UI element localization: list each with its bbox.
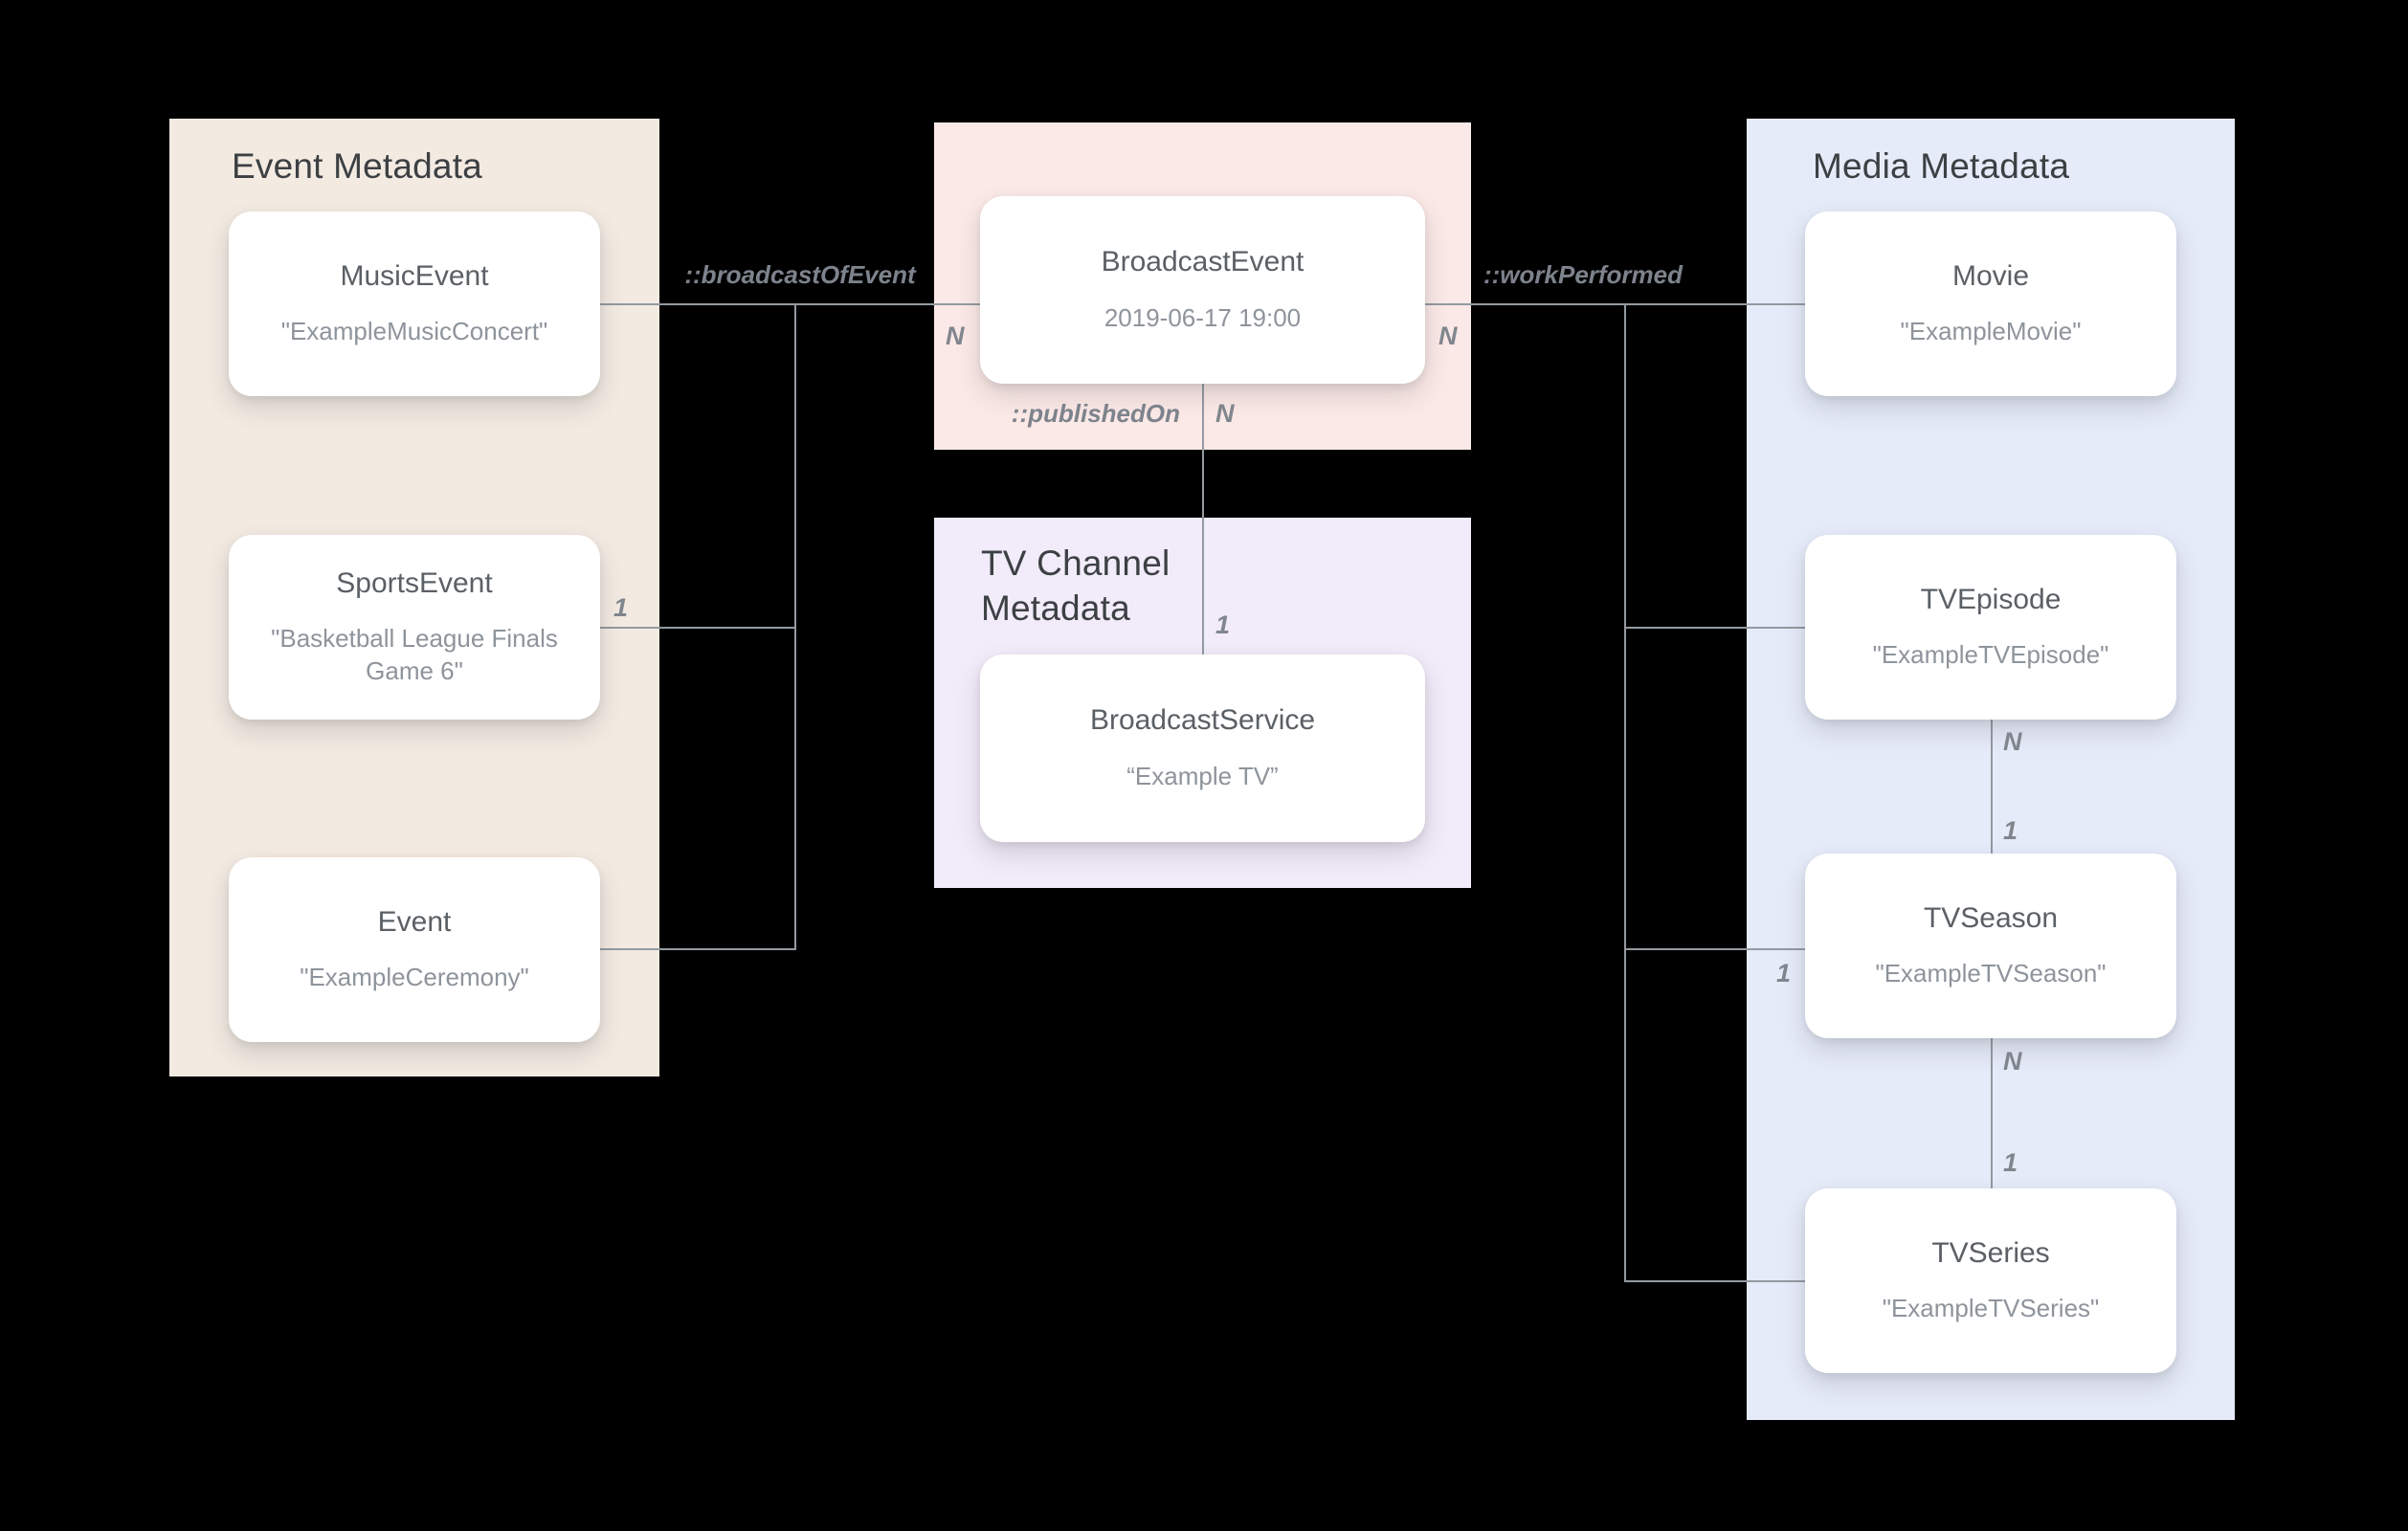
node-music-event: MusicEvent "ExampleMusicConcert" bbox=[229, 211, 600, 396]
node-sports-event-value: "Basketball League Finals Game 6" bbox=[271, 624, 558, 685]
edge-tvseries-branch bbox=[1624, 1280, 1805, 1282]
edge-broadcastofevent-main bbox=[600, 303, 980, 305]
cardinality-tvseason-1: 1 bbox=[1776, 959, 1792, 987]
node-tv-episode: TVEpisode "ExampleTVEpisode" bbox=[1805, 535, 2176, 720]
node-music-event-value: "ExampleMusicConcert" bbox=[280, 317, 548, 346]
node-broadcast-service: BroadcastService “Example TV” bbox=[980, 655, 1425, 842]
edge-workperformed-trunk bbox=[1624, 303, 1626, 1282]
cardinality-broadcastservice-1: 1 bbox=[1215, 610, 1231, 639]
node-tv-episode-value: "ExampleTVEpisode" bbox=[1872, 640, 2109, 670]
node-sports-event-name: SportsEvent bbox=[336, 566, 493, 599]
node-broadcast-event-value: 2019-06-17 19:00 bbox=[1104, 302, 1302, 332]
node-broadcast-service-name: BroadcastService bbox=[1089, 704, 1316, 737]
node-movie: Movie "ExampleMovie" bbox=[1805, 211, 2176, 396]
cardinality-broadcastofevent-n: N bbox=[946, 322, 965, 350]
node-tv-episode-name: TVEpisode bbox=[1920, 583, 2062, 615]
edge-tvseason-branch bbox=[1624, 948, 1805, 950]
node-event: Event "ExampleCeremony" bbox=[229, 857, 600, 1042]
cardinality-sportsevent-1: 1 bbox=[613, 593, 629, 622]
cardinality-episode-season-n: N bbox=[2003, 727, 2022, 756]
edge-publishedon bbox=[1202, 380, 1204, 655]
label-workperformed: ::workPerformed bbox=[1483, 260, 1683, 289]
node-broadcast-event: BroadcastEvent 2019-06-17 19:00 bbox=[980, 196, 1425, 384]
cardinality-workperformed-n: N bbox=[1438, 322, 1458, 350]
node-event-value: "ExampleCeremony" bbox=[300, 963, 529, 992]
node-broadcast-event-name: BroadcastEvent bbox=[1101, 246, 1304, 278]
cardinality-episode-season-1: 1 bbox=[2003, 816, 2018, 845]
node-music-event-name: MusicEvent bbox=[340, 259, 489, 292]
node-broadcast-service-value: “Example TV” bbox=[1126, 761, 1279, 790]
node-tv-series-value: "ExampleTVSeries" bbox=[1882, 1294, 2100, 1323]
cardinality-publishedon-n: N bbox=[1215, 399, 1235, 428]
node-movie-name: Movie bbox=[1951, 259, 2030, 292]
edge-sportsevent-branch bbox=[600, 627, 796, 629]
edge-tvepisode-branch bbox=[1624, 627, 1805, 629]
cardinality-season-series-1: 1 bbox=[2003, 1148, 2018, 1177]
node-tv-season-name: TVSeason bbox=[1923, 901, 2059, 934]
node-movie-value: "ExampleMovie" bbox=[1900, 317, 2082, 346]
edge-workperformed-main bbox=[1425, 303, 1805, 305]
label-broadcastofevent: ::broadcastOfEvent bbox=[684, 260, 916, 289]
edge-episode-to-season bbox=[1991, 720, 1993, 854]
node-event-name: Event bbox=[377, 905, 452, 938]
node-tv-series: TVSeries "ExampleTVSeries" bbox=[1805, 1188, 2176, 1373]
cardinality-season-series-n: N bbox=[2003, 1047, 2022, 1076]
edge-event-branch bbox=[600, 948, 796, 950]
node-tv-season: TVSeason "ExampleTVSeason" bbox=[1805, 854, 2176, 1038]
edge-season-to-series bbox=[1991, 1038, 1993, 1188]
label-publishedon: ::publishedOn bbox=[1011, 399, 1180, 428]
media-panel-title: Media Metadata bbox=[1813, 146, 2070, 186]
node-tv-season-value: "ExampleTVSeason" bbox=[1875, 959, 2107, 988]
event-panel-title: Event Metadata bbox=[232, 146, 482, 186]
tv-channel-panel-title: TV Channel Metadata bbox=[981, 544, 1171, 629]
node-sports-event: SportsEvent "Basketball League Finals Ga… bbox=[229, 535, 600, 720]
node-tv-series-name: TVSeries bbox=[1931, 1236, 2050, 1269]
